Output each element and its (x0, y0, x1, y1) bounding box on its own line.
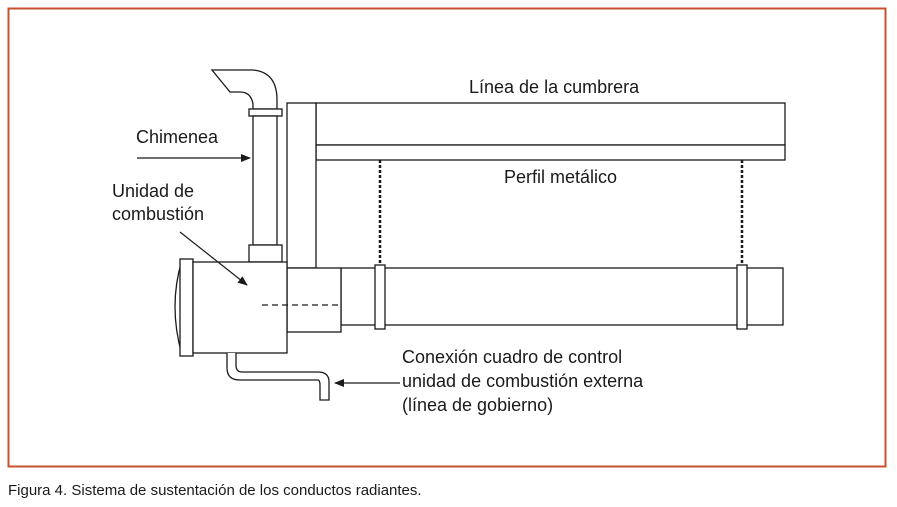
clamp-left (374, 264, 386, 330)
ridge-line-label: Línea de la cumbrera (469, 77, 640, 97)
figure-border (7, 7, 887, 468)
clamp-right (736, 264, 748, 330)
connection-label-2: unidad de combustión externa (402, 371, 644, 391)
combustion-unit-arrow (179, 231, 248, 286)
connection-label-1: Conexión cuadro de control (402, 347, 623, 367)
burner-front-plate (179, 258, 194, 357)
connection-label-3: (línea de gobierno) (402, 395, 554, 415)
vertical-support (286, 102, 317, 269)
metal-profile (315, 144, 786, 161)
radiant-tube (340, 267, 784, 326)
combustion-unit-label-1: Unidad de (112, 181, 195, 201)
chimney-label: Chimenea (136, 127, 219, 147)
adapter (286, 267, 342, 333)
ridge-beam (315, 102, 786, 146)
figure-caption: Figura 4. Sistema de sustentación de los… (8, 482, 422, 499)
control-pipe (226, 353, 330, 401)
combustion-unit-label-2: combustión (112, 204, 205, 224)
chimney-pipe (252, 115, 278, 246)
chimney-flange (248, 108, 283, 117)
metal-profile-label: Perfil metálico (504, 167, 618, 187)
chimney-collar (248, 244, 283, 263)
chimney-elbow (210, 69, 278, 110)
combustion-unit-box (192, 261, 288, 354)
